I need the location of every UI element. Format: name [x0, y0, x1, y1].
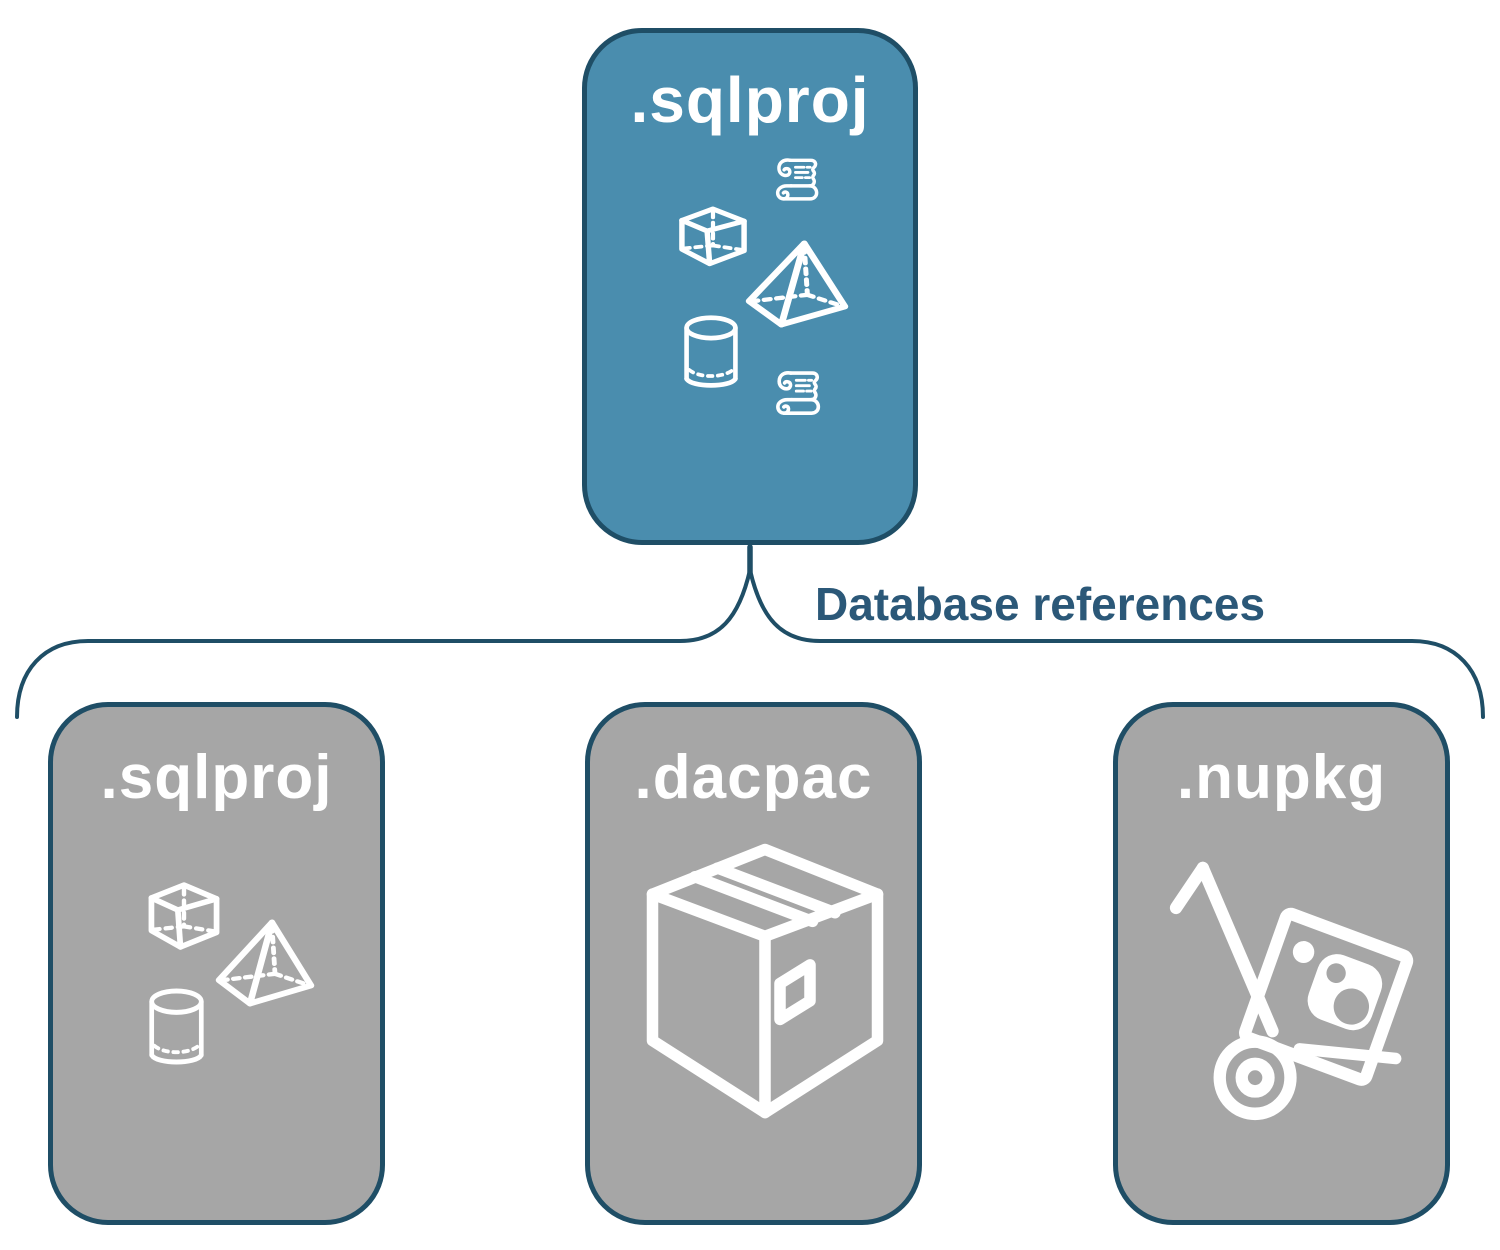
sql-script-icon — [772, 363, 826, 421]
child-box-dacpac: .dacpac — [585, 702, 922, 1225]
child-box-label: .dacpac — [634, 743, 873, 812]
child-box-label: .sqlproj — [100, 743, 333, 812]
child-box-nupkg: .nupkg — [1113, 702, 1450, 1225]
child-box-label: .nupkg — [1176, 743, 1387, 812]
hand-truck-nuget-icon — [1168, 853, 1436, 1127]
package-box-icon — [640, 842, 890, 1120]
database-cylinder-icon — [143, 986, 210, 1070]
cube-icon — [671, 193, 755, 269]
root-box-label: .sqlproj — [630, 64, 870, 136]
connector-label: Database references — [815, 578, 1266, 630]
sql-script-icon — [772, 150, 824, 207]
child-box-sqlproj: .sqlproj — [48, 702, 385, 1225]
pyramid-icon — [745, 239, 849, 329]
root-box-sqlproj: .sqlproj — [582, 28, 918, 545]
pyramid-icon — [215, 918, 315, 1008]
database-cylinder-icon — [678, 313, 744, 393]
connector-brace-path — [15, 569, 1485, 719]
